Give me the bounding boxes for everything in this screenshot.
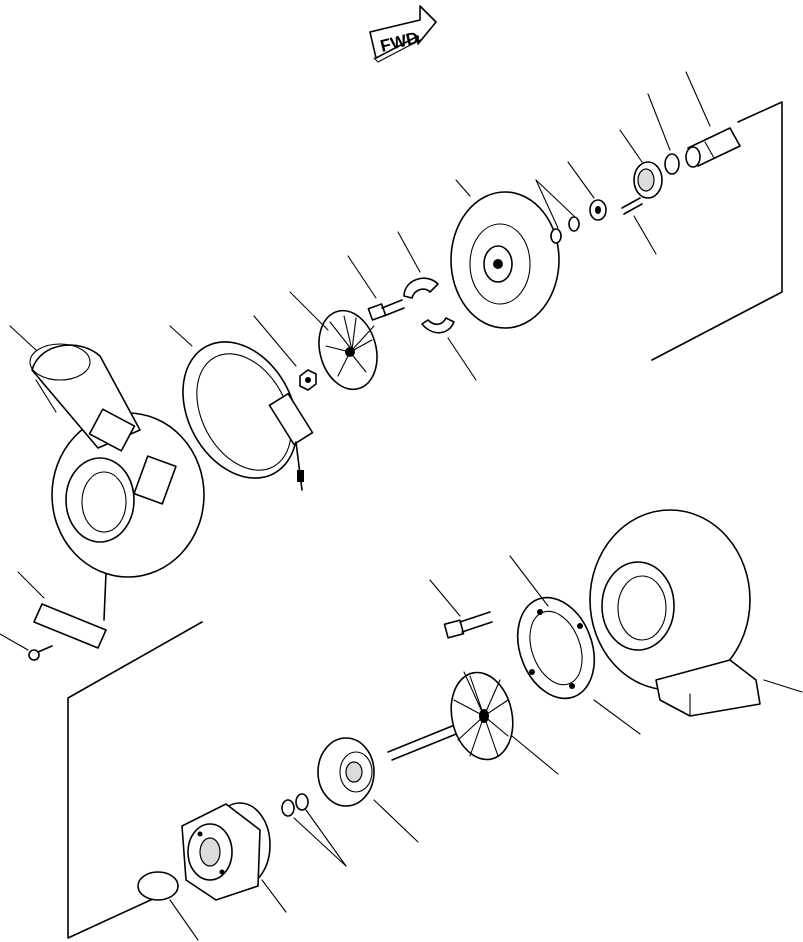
assembly-bracket-upper (651, 101, 783, 361)
o-ring-lower-2 (295, 793, 309, 811)
center-housing (181, 802, 271, 901)
name-plate (33, 603, 107, 649)
washer-upper (589, 199, 607, 221)
compressor-wheel (318, 309, 378, 391)
turbine-housing (589, 509, 761, 717)
bolt-lower (443, 611, 493, 639)
turbine-gasket (516, 596, 596, 700)
seal-plate (317, 737, 375, 807)
thrust-collar (685, 127, 741, 168)
assembly-bracket-lower (67, 621, 203, 939)
thrust-bearing (633, 161, 663, 199)
plate-screw (28, 645, 53, 661)
leader-lines (0, 71, 803, 941)
bolt-upper (367, 299, 405, 321)
housing-plug (137, 871, 179, 901)
o-ring-upper-1 (550, 228, 562, 244)
turbine-wheel-shaft (387, 671, 514, 761)
thrust-ring-upper (403, 277, 439, 299)
seal-ring (664, 153, 680, 175)
forward-arrow-icon: FWD (369, 5, 437, 63)
v-band-clamp (182, 341, 314, 491)
thrust-ring-lower (421, 317, 455, 334)
compressor-nut (299, 369, 317, 391)
o-ring-lower-1 (281, 799, 295, 817)
pin (621, 197, 643, 215)
compressor-housing (29, 343, 205, 578)
compressor-back-plate (450, 191, 560, 329)
o-ring-upper-2 (568, 216, 580, 232)
